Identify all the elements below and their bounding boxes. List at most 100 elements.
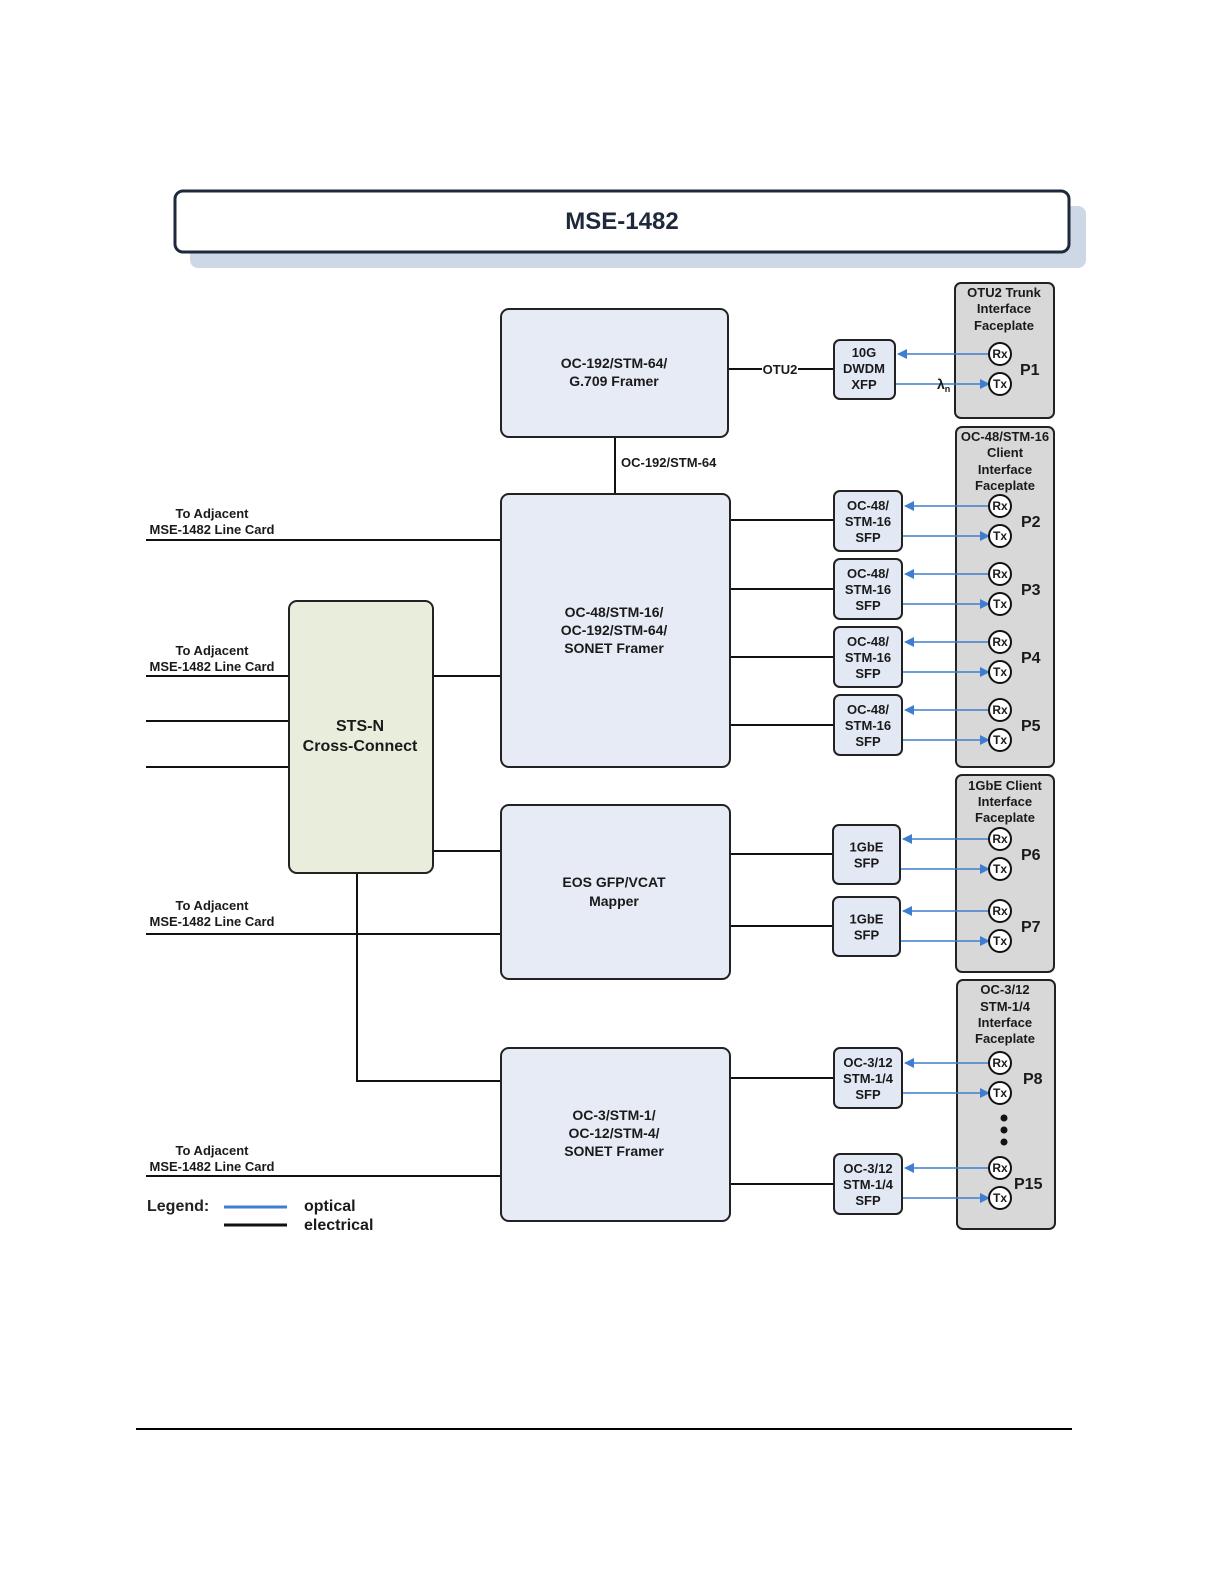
svg-text:Cross-Connect: Cross-Connect xyxy=(303,738,418,755)
svg-text:STM-1/4: STM-1/4 xyxy=(980,999,1031,1014)
svg-text:OC-48/STM-16/: OC-48/STM-16/ xyxy=(565,604,664,620)
rx-connector-icon xyxy=(988,827,1012,851)
diagram-title: MSE-1482 xyxy=(565,208,678,235)
tx-label: Tx xyxy=(993,377,1007,391)
sfp-module-label: 1GbE xyxy=(850,840,884,855)
port-label: P15 xyxy=(1014,1176,1043,1193)
ellipsis-dot xyxy=(1000,1138,1008,1146)
tx-connector-icon xyxy=(988,857,1012,881)
port-label: P8 xyxy=(1023,1071,1043,1088)
tx-label: Tx xyxy=(993,1191,1007,1205)
sfp-module-label: SFP xyxy=(855,530,881,545)
rx-connector-icon xyxy=(988,562,1012,586)
title-banner: MSE-1482 xyxy=(173,189,1086,268)
faceplate-oc3: OC-3/12 STM-1/4 Interface Faceplate xyxy=(956,979,1056,1230)
sfp-modules: OC-48/STM-16SFPOC-48/STM-16SFPOC-48/STM-… xyxy=(832,490,903,1215)
electrical-links xyxy=(146,368,834,1185)
adjacent-labels: To Adjacent MSE-1482 Line Card To Adjace… xyxy=(150,506,275,1174)
sfp-module-label: OC-3/12 xyxy=(843,1055,892,1070)
ellipsis-dot xyxy=(1000,1126,1008,1134)
svg-text:XFP: XFP xyxy=(851,377,877,392)
tx-connector-icon xyxy=(988,1081,1012,1105)
sfp-module-label: SFP xyxy=(854,928,880,943)
tx-label: Tx xyxy=(993,733,1007,747)
tx-connector-icon xyxy=(988,929,1012,953)
sfp-module-label: 1GbE xyxy=(850,912,884,927)
svg-text:Interface: Interface xyxy=(978,1015,1032,1030)
rx-label: Rx xyxy=(992,703,1008,717)
rx-connector-icon xyxy=(988,494,1012,518)
tx-label: Tx xyxy=(993,862,1007,876)
rx-label: Rx xyxy=(992,567,1008,581)
tx-connector-icon xyxy=(988,524,1012,548)
sfp-module-label: OC-48/ xyxy=(847,634,889,649)
adjacent-label-4-line2: MSE-1482 Line Card xyxy=(150,1159,275,1174)
tx-connector-icon xyxy=(988,1186,1012,1210)
svg-text:Mapper: Mapper xyxy=(589,893,639,909)
adjacent-label-4-line1: To Adjacent xyxy=(176,1143,250,1158)
sfp-module-label: OC-48/ xyxy=(847,702,889,717)
optical-ports: RxTxP1RxTxP2RxTxP3RxTxP4RxTxP5RxTxP6RxTx… xyxy=(896,342,1043,1210)
legend: Legend: optical electrical xyxy=(147,1198,373,1234)
svg-text:EOS GFP/VCAT: EOS GFP/VCAT xyxy=(562,874,666,890)
rx-label: Rx xyxy=(992,635,1008,649)
rx-label: Rx xyxy=(992,1056,1008,1070)
svg-text:Interface: Interface xyxy=(978,462,1032,477)
sfp-module-label: SFP xyxy=(855,1087,881,1102)
rx-connector-icon xyxy=(988,1051,1012,1075)
otu2-label: OTU2 xyxy=(763,362,798,377)
svg-text:Interface: Interface xyxy=(977,301,1031,316)
adjacent-label-2-line1: To Adjacent xyxy=(176,643,250,658)
rx-label: Rx xyxy=(992,832,1008,846)
tx-connector-icon xyxy=(988,372,1012,396)
legend-optical-label: optical xyxy=(304,1198,356,1215)
lambda-label: λn xyxy=(937,376,950,394)
sfp-module-label: STM-16 xyxy=(845,582,891,597)
port-label: P5 xyxy=(1021,718,1041,735)
svg-text:OC-48/STM-16: OC-48/STM-16 xyxy=(961,429,1049,444)
tx-label: Tx xyxy=(993,529,1007,543)
svg-text:STS-N: STS-N xyxy=(336,718,384,735)
sonet-framer-hi-block: OC-48/STM-16/ OC-192/STM-64/ SONET Frame… xyxy=(500,493,731,768)
sfp-module-label: SFP xyxy=(855,598,881,613)
g709-framer-block: OC-192/STM-64/ G.709 Framer xyxy=(500,308,729,438)
tx-label: Tx xyxy=(993,934,1007,948)
svg-text:10G: 10G xyxy=(852,345,877,360)
port-label: P4 xyxy=(1021,650,1041,667)
tx-label: Tx xyxy=(993,597,1007,611)
svg-text:OC-12/STM-4/: OC-12/STM-4/ xyxy=(568,1125,659,1141)
svg-text:OC-3/STM-1/: OC-3/STM-1/ xyxy=(572,1107,655,1123)
sfp-module-label: SFP xyxy=(855,734,881,749)
tx-connector-icon xyxy=(988,592,1012,616)
rx-connector-icon xyxy=(988,630,1012,654)
sfp-module-label: STM-1/4 xyxy=(843,1177,894,1192)
sfp-module-label: STM-1/4 xyxy=(843,1071,894,1086)
adjacent-label-3-line2: MSE-1482 Line Card xyxy=(150,914,275,929)
adjacent-label-3-line1: To Adjacent xyxy=(176,898,250,913)
rx-label: Rx xyxy=(992,904,1008,918)
rx-connector-icon xyxy=(988,1156,1012,1180)
tx-label: Tx xyxy=(993,1086,1007,1100)
tx-connector-icon xyxy=(988,728,1012,752)
port-label: P1 xyxy=(1020,362,1040,379)
port-label: P3 xyxy=(1021,582,1041,599)
svg-text:SONET Framer: SONET Framer xyxy=(564,640,664,656)
svg-text:OC-3/12: OC-3/12 xyxy=(980,982,1029,997)
sfp-module-label: STM-16 xyxy=(845,718,891,733)
sfp-module-label: SFP xyxy=(855,1193,881,1208)
sfp-module-label: STM-16 xyxy=(845,650,891,665)
svg-text:Faceplate: Faceplate xyxy=(974,318,1034,333)
svg-text:OTU2 Trunk: OTU2 Trunk xyxy=(967,285,1041,300)
rx-label: Rx xyxy=(992,499,1008,513)
